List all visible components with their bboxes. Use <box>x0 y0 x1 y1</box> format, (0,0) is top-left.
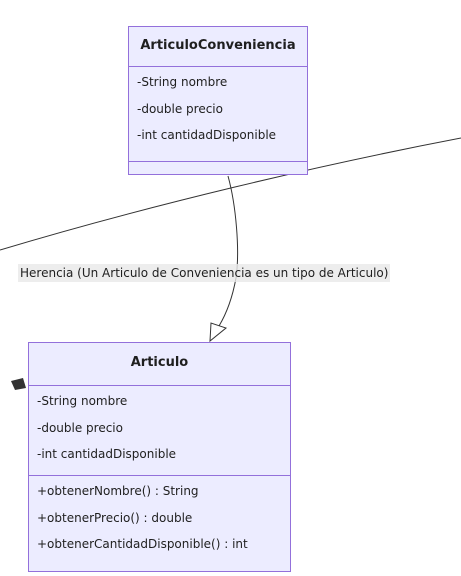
attribute-item: -String nombre <box>37 394 128 408</box>
background-curve <box>0 137 461 251</box>
attribute-item: -int cantidadDisponible <box>37 447 177 461</box>
inheritance-arrowhead <box>209 322 228 343</box>
methods-section <box>129 162 307 164</box>
class-name: Articulo <box>29 343 290 386</box>
attribute-item: -double precio <box>37 420 123 435</box>
class-name: ArticuloConveniencia <box>129 27 307 67</box>
inheritance-edge <box>218 175 239 327</box>
methods-section: +obtenerNombre() : String +obtenerPrecio… <box>29 476 290 571</box>
method-item: +obtenerNombre() : String <box>37 484 199 498</box>
attributes-section: -String nombre -double precio -int canti… <box>29 386 290 476</box>
method-item: +obtenerCantidadDisponible() : int <box>37 537 248 551</box>
class-articulo-conveniencia[interactable]: ArticuloConveniencia -String nombre -dou… <box>128 26 308 175</box>
attribute-item: -String nombre <box>137 75 228 89</box>
attributes-section: -String nombre -double precio -int canti… <box>129 67 307 162</box>
edge-marker-icon <box>11 378 26 390</box>
attribute-item: -int cantidadDisponible <box>137 128 277 142</box>
edge-label: Herencia (Un Articulo de Conveniencia es… <box>18 264 391 282</box>
attribute-item: -double precio <box>137 101 223 116</box>
class-articulo[interactable]: Articulo -String nombre -double precio -… <box>28 342 291 572</box>
method-item: +obtenerPrecio() : double <box>37 510 193 525</box>
